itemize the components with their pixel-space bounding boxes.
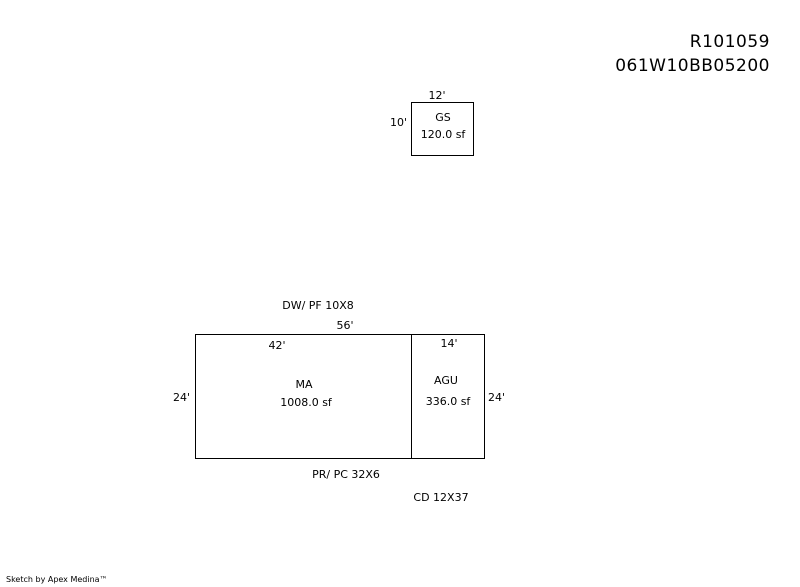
bottom-note: PR/ PC 32X6 xyxy=(312,468,380,481)
gs-width-dimension: 12' xyxy=(428,89,446,102)
ma-width-dimension: 42' xyxy=(268,339,286,352)
agu-width-dimension: 14' xyxy=(440,337,458,350)
gs-outline xyxy=(411,102,474,156)
parcel-number: 061W10BB05200 xyxy=(615,56,770,76)
left-height-dimension: 24' xyxy=(173,391,191,404)
gs-area: 120.0 sf xyxy=(420,128,466,141)
agu-area: 336.0 sf xyxy=(425,395,471,408)
sketch-credit: Sketch by Apex Medina™ xyxy=(6,575,108,584)
gs-height-dimension: 10' xyxy=(390,116,408,129)
cd-note: CD 12X37 xyxy=(413,491,469,504)
gs-code: GS xyxy=(435,111,451,124)
top-note: DW/ PF 10X8 xyxy=(282,299,354,312)
ma-agu-divider xyxy=(411,334,412,459)
ma-area: 1008.0 sf xyxy=(280,396,332,409)
agu-code: AGU xyxy=(434,374,458,387)
right-height-dimension: 24' xyxy=(488,391,506,404)
ma-code: MA xyxy=(295,378,313,391)
account-number: R101059 xyxy=(689,32,770,52)
total-width-dimension: 56' xyxy=(336,319,354,332)
main-outline xyxy=(195,334,485,459)
